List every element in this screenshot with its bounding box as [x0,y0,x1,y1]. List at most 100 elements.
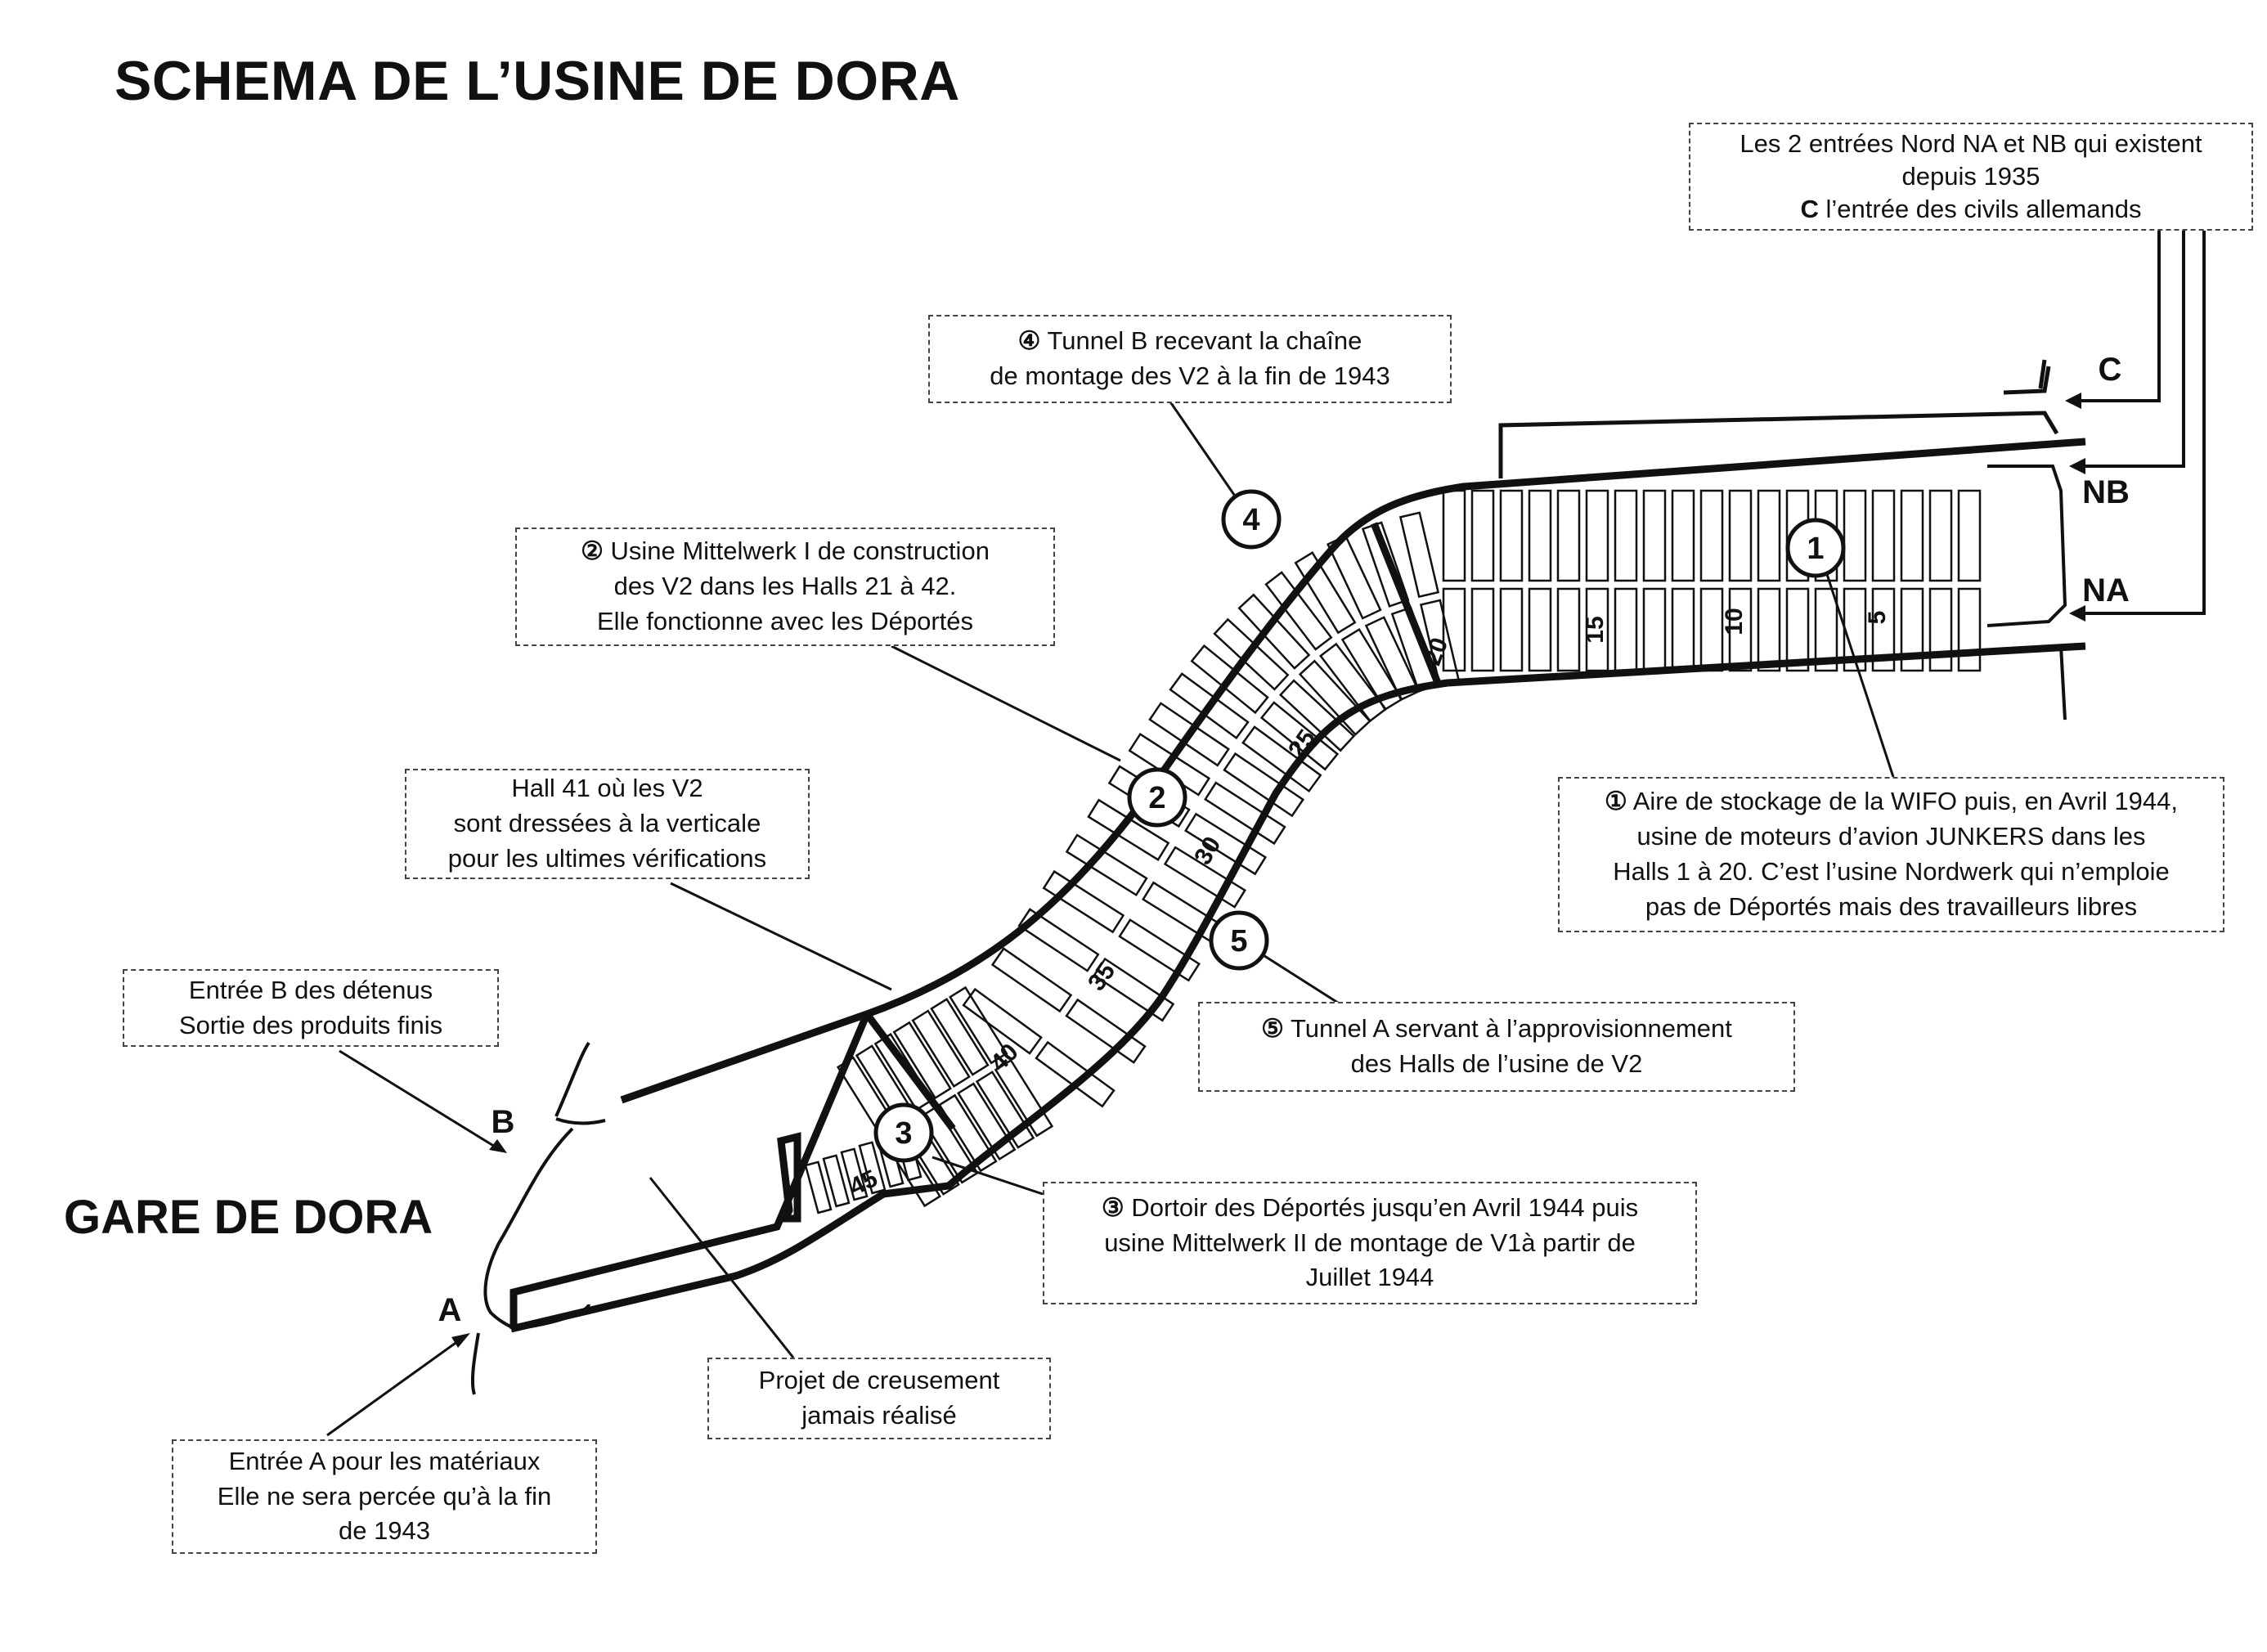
hall-cell [1364,616,1421,702]
hall-cell [1042,869,1125,934]
hall-cell [1237,593,1311,670]
hall-cell [1757,489,1781,582]
note-line: de 1943 [338,1516,431,1546]
note-line: Entrée B des détenus [188,975,433,1004]
hall-pair [1017,908,1175,1022]
circle-marker [873,1102,934,1163]
hall-cell [1528,489,1552,582]
circle-marker [1209,910,1269,971]
hall-cell [1814,587,1838,672]
hall-cell [1871,587,1896,672]
note-entree-a: Entrée A pour les matériaux Elle ne sera… [172,1439,597,1554]
hall-cell [1728,489,1753,582]
hall-cell [1642,489,1667,582]
hall-cell [1499,489,1524,582]
hall-cell [1087,798,1170,861]
note-north-entrances: Les 2 entrées Nord NA et NB qui existent… [1689,123,2253,231]
hall-cell [919,1105,979,1184]
entrance-arrows [2065,393,2085,622]
hall-41-wall [864,1012,956,1131]
hall-cell [1642,587,1667,672]
note-marker: ③ [1101,1192,1125,1222]
entrance-b-line [483,1041,606,1331]
hall-cell [1528,587,1552,672]
hall-cell [1264,571,1333,651]
note-line: ⑤ Tunnel A servant à l’approvisionnement [1211,1012,1782,1047]
hall-cell [822,1154,851,1208]
note-line: Elle ne sera percée qu’à la fin [217,1481,552,1511]
hall-number: 25 [1283,725,1321,762]
note-line: usine Mittelwerk II de montage de V1à pa… [1104,1228,1636,1257]
entrance-letter: C [2099,352,2122,388]
hall-cell [938,1093,998,1173]
hall-pair [990,947,1147,1064]
hall-pair [962,987,1116,1108]
note-line-text: Usine Mittelwerk I de construction [603,536,990,566]
note-line: de montage des V2 à la fin de 1943 [990,361,1390,390]
note-line: depuis 1935 [1901,161,2040,191]
note-line: Halls 1 à 20. C’est l’usine Nordwerk qui… [1613,857,2170,886]
note-tunnel-a: ⑤ Tunnel A servant à l’approvisionnement… [1198,1002,1795,1092]
hall-cell [975,1071,1035,1149]
note-entree-b: Entrée B des détenus Sortie des produits… [123,969,499,1047]
note-line: sont dressées à la verticale [453,809,761,838]
note-line: jamais réalisé [801,1401,957,1430]
hall-cell [1259,701,1340,771]
hall-cell [840,1147,869,1201]
hall-cell [804,1160,833,1214]
dortoir-wall [777,1132,801,1223]
hall-cell [1928,587,1953,672]
hall-cell [949,985,1008,1065]
hall-cell [1614,587,1638,672]
note-line: pas de Déportés mais des travailleurs li… [1645,891,2138,921]
note-projet: Projet de creusement jamais réalisé [707,1358,1051,1439]
circle-marker [1785,518,1846,578]
hall-cell [1442,587,1466,672]
hall-cell [1728,587,1753,672]
note-line: usine de moteurs d’avion JUNKERS dans le… [1636,822,2146,851]
circle-number: 5 [1230,924,1247,958]
hall-cell [1871,489,1896,582]
note-marker: ① [1605,787,1627,816]
hall-cell [1785,587,1810,672]
hall-cell [1957,489,1982,582]
hall-cell [892,1021,952,1100]
hall-cell [1614,489,1638,582]
hall-cell [1699,587,1724,672]
note-marker: ⑤ [1261,1014,1284,1044]
north-end-outline [1986,465,2067,627]
note-line: ③ Dortoir des Déportés jusqu’en Avril 19… [1056,1191,1684,1226]
hall-cell [1223,752,1305,818]
leader-arrowheads [451,1139,912,1348]
note-line: des Halls de l’usine de V2 [1350,1049,1643,1078]
hall-cell [1556,587,1581,672]
hall-cell [1843,489,1867,582]
hall-cell [1442,489,1466,582]
note-line: des V2 dans les Halls 21 à 42. [613,572,957,601]
note-line: Elle fonctionne avec les Déportés [596,606,974,635]
hall-pair [1294,551,1403,712]
hall-cell [1957,587,1982,672]
note-dortoir: ③ Dortoir des Déportés jusqu’en Avril 19… [1043,1182,1697,1304]
hall-cell [1470,489,1495,582]
hall-cell [1556,489,1581,582]
hall-cell [1671,587,1695,672]
note-line: ④ Tunnel B recevant la chaîne [941,324,1439,359]
hall-cell [1294,551,1357,635]
civil-entrance-building [1498,359,2059,478]
hall-cell [1278,679,1356,752]
hall-cell [1241,725,1322,793]
hall-number: 30 [1189,833,1226,869]
note-line-text: Aire de stockage de la WIFO puis, en Avr… [1627,787,2178,816]
leader-lines [326,400,1895,1437]
hall-pair [1361,521,1439,693]
hall-cell [1204,781,1286,846]
hall-cell [1757,587,1781,672]
hall-pair [1213,617,1356,752]
hall-cell [1035,1040,1116,1108]
note-line: Projet de creusement [758,1366,1000,1395]
note-line: Hall 41 où les V2 [511,774,703,803]
hall-cell [1017,908,1100,972]
hall-cell [1163,846,1246,909]
